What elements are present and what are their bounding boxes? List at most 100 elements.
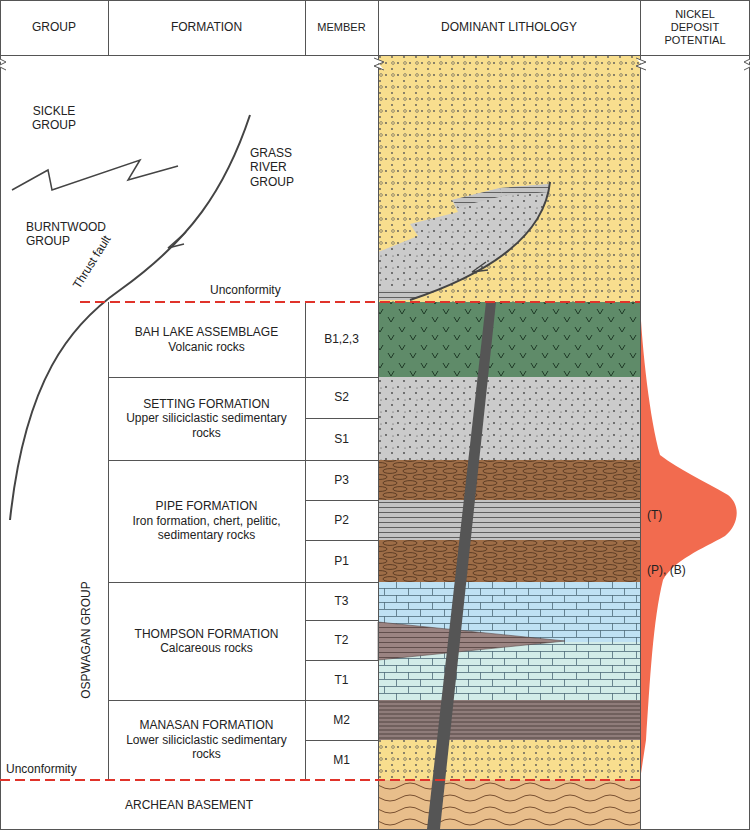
formation-cell: BAH LAKE ASSEMBLAGEVolcanic rocks bbox=[108, 302, 305, 377]
group-contact bbox=[12, 160, 178, 190]
break-symbol bbox=[374, 58, 384, 70]
row-rule bbox=[108, 700, 378, 701]
cell-heading: T1 bbox=[334, 673, 348, 687]
break-symbol bbox=[636, 58, 646, 70]
cell-heading: M2 bbox=[333, 713, 350, 727]
member-cell: T2 bbox=[305, 620, 378, 660]
burntwood-wedge bbox=[378, 184, 550, 300]
unconformity-line bbox=[0, 779, 640, 781]
cell-heading: S1 bbox=[334, 432, 349, 446]
basement-cell: ARCHEAN BASEMENT bbox=[1, 781, 377, 829]
member-cell: T3 bbox=[305, 582, 378, 620]
header-cell: DOMINANT LITHOLOGY bbox=[378, 0, 640, 55]
header-cell: NICKEL DEPOSIT POTENTIAL bbox=[640, 0, 750, 55]
pelite-lens bbox=[452, 188, 503, 207]
volcanic-fill bbox=[378, 302, 640, 377]
unconformity-line bbox=[80, 301, 640, 303]
cell-heading: FORMATION bbox=[171, 20, 242, 34]
member-cell: S2 bbox=[305, 377, 378, 418]
row-rule bbox=[305, 620, 378, 621]
cell-heading: GROUP bbox=[32, 20, 76, 34]
member-cell: M2 bbox=[305, 700, 378, 740]
column-rule bbox=[305, 0, 306, 55]
cell-heading: DOMINANT LITHOLOGY bbox=[441, 20, 577, 34]
potential-label: (P), (B) bbox=[647, 563, 686, 577]
member-cell: B1,2,3 bbox=[305, 302, 378, 377]
cell-heading: MEMBER bbox=[317, 21, 365, 34]
row-rule bbox=[305, 500, 378, 501]
break-symbols bbox=[0, 58, 750, 70]
siliciclastic-fill bbox=[378, 377, 640, 460]
fault-label: Thrust fault bbox=[70, 233, 114, 292]
cell-description: Calcareous rocks bbox=[160, 641, 253, 655]
break-symbol bbox=[0, 58, 6, 70]
member-cell: P1 bbox=[305, 540, 378, 582]
pelite-fill bbox=[378, 500, 640, 540]
header-cell: GROUP bbox=[0, 0, 108, 55]
row-rule bbox=[108, 582, 378, 583]
header-cell: MEMBER bbox=[305, 0, 378, 55]
member-cell: M1 bbox=[305, 740, 378, 780]
cell-heading: S2 bbox=[334, 390, 349, 404]
cell-heading: NICKEL DEPOSIT POTENTIAL bbox=[656, 8, 734, 48]
cell-heading: P2 bbox=[334, 513, 349, 527]
cell-heading: B1,2,3 bbox=[324, 332, 359, 346]
column-rule bbox=[378, 0, 379, 830]
member-cell: P3 bbox=[305, 460, 378, 500]
header-cell: FORMATION bbox=[108, 0, 305, 55]
header-rule bbox=[0, 55, 750, 56]
sandstone-fill bbox=[378, 56, 640, 302]
thrust-fault-line bbox=[410, 182, 550, 300]
gneiss-fill bbox=[378, 780, 640, 829]
break-symbol bbox=[744, 58, 750, 70]
row-rule bbox=[305, 418, 378, 419]
nickel-potential-curve bbox=[640, 302, 737, 780]
row-rule bbox=[305, 660, 378, 661]
cell-heading: P1 bbox=[334, 554, 349, 568]
pelite-fill bbox=[378, 700, 640, 740]
member-cell: P2 bbox=[305, 500, 378, 540]
cell-heading: T3 bbox=[334, 594, 348, 608]
iron-formation-fill bbox=[378, 540, 640, 582]
row-rule bbox=[108, 377, 378, 378]
potential-label: (T) bbox=[647, 508, 662, 522]
cell-heading: BAH LAKE ASSEMBLAGE bbox=[135, 325, 278, 339]
cell-heading: MANASAN FORMATION bbox=[140, 718, 274, 732]
row-rule bbox=[108, 460, 378, 461]
group-name: GRASS RIVER GROUP bbox=[250, 146, 306, 189]
thrust-arrow bbox=[168, 232, 186, 248]
cell-description: Lower siliciclastic sedimentary rocks bbox=[114, 733, 299, 762]
cell-heading: ARCHEAN BASEMENT bbox=[125, 798, 253, 812]
pelite-wedge bbox=[378, 622, 565, 660]
ultramafic-dyke bbox=[427, 302, 496, 829]
cell-description: Upper siliciclastic sedimentary rocks bbox=[114, 411, 299, 440]
pelite-lens bbox=[378, 290, 440, 300]
cell-heading: T2 bbox=[334, 633, 348, 647]
unconformity-label: Unconformity bbox=[210, 283, 281, 297]
member-cell: T1 bbox=[305, 660, 378, 700]
iron-formation-fill bbox=[378, 460, 640, 500]
group-name: SICKLE GROUP bbox=[22, 104, 86, 133]
thrust-arrow bbox=[472, 262, 488, 272]
group-name: OSPWAGAN GROUP bbox=[79, 581, 93, 699]
member-cell: S1 bbox=[305, 418, 378, 460]
formation-cell: SETTING FORMATIONUpper siliciclastic sed… bbox=[108, 377, 305, 460]
sandstone-fill bbox=[378, 740, 640, 780]
cell-heading: SETTING FORMATION bbox=[143, 397, 269, 411]
column-rule bbox=[640, 0, 641, 830]
row-rule bbox=[305, 740, 378, 741]
cell-heading: PIPE FORMATION bbox=[156, 499, 258, 513]
cell-description: Iron formation, chert, pelitic, sediment… bbox=[114, 514, 299, 543]
cell-heading: M1 bbox=[333, 753, 350, 767]
unconformity-label: Unconformity bbox=[6, 762, 77, 776]
cell-description: Volcanic rocks bbox=[168, 340, 245, 354]
thrust-fault-line bbox=[10, 115, 250, 520]
formation-cell: THOMPSON FORMATIONCalcareous rocks bbox=[108, 582, 305, 700]
column-rule bbox=[108, 0, 109, 55]
formation-cell: MANASAN FORMATIONLower siliciclastic sed… bbox=[108, 700, 305, 780]
pelite-lens bbox=[500, 184, 550, 196]
